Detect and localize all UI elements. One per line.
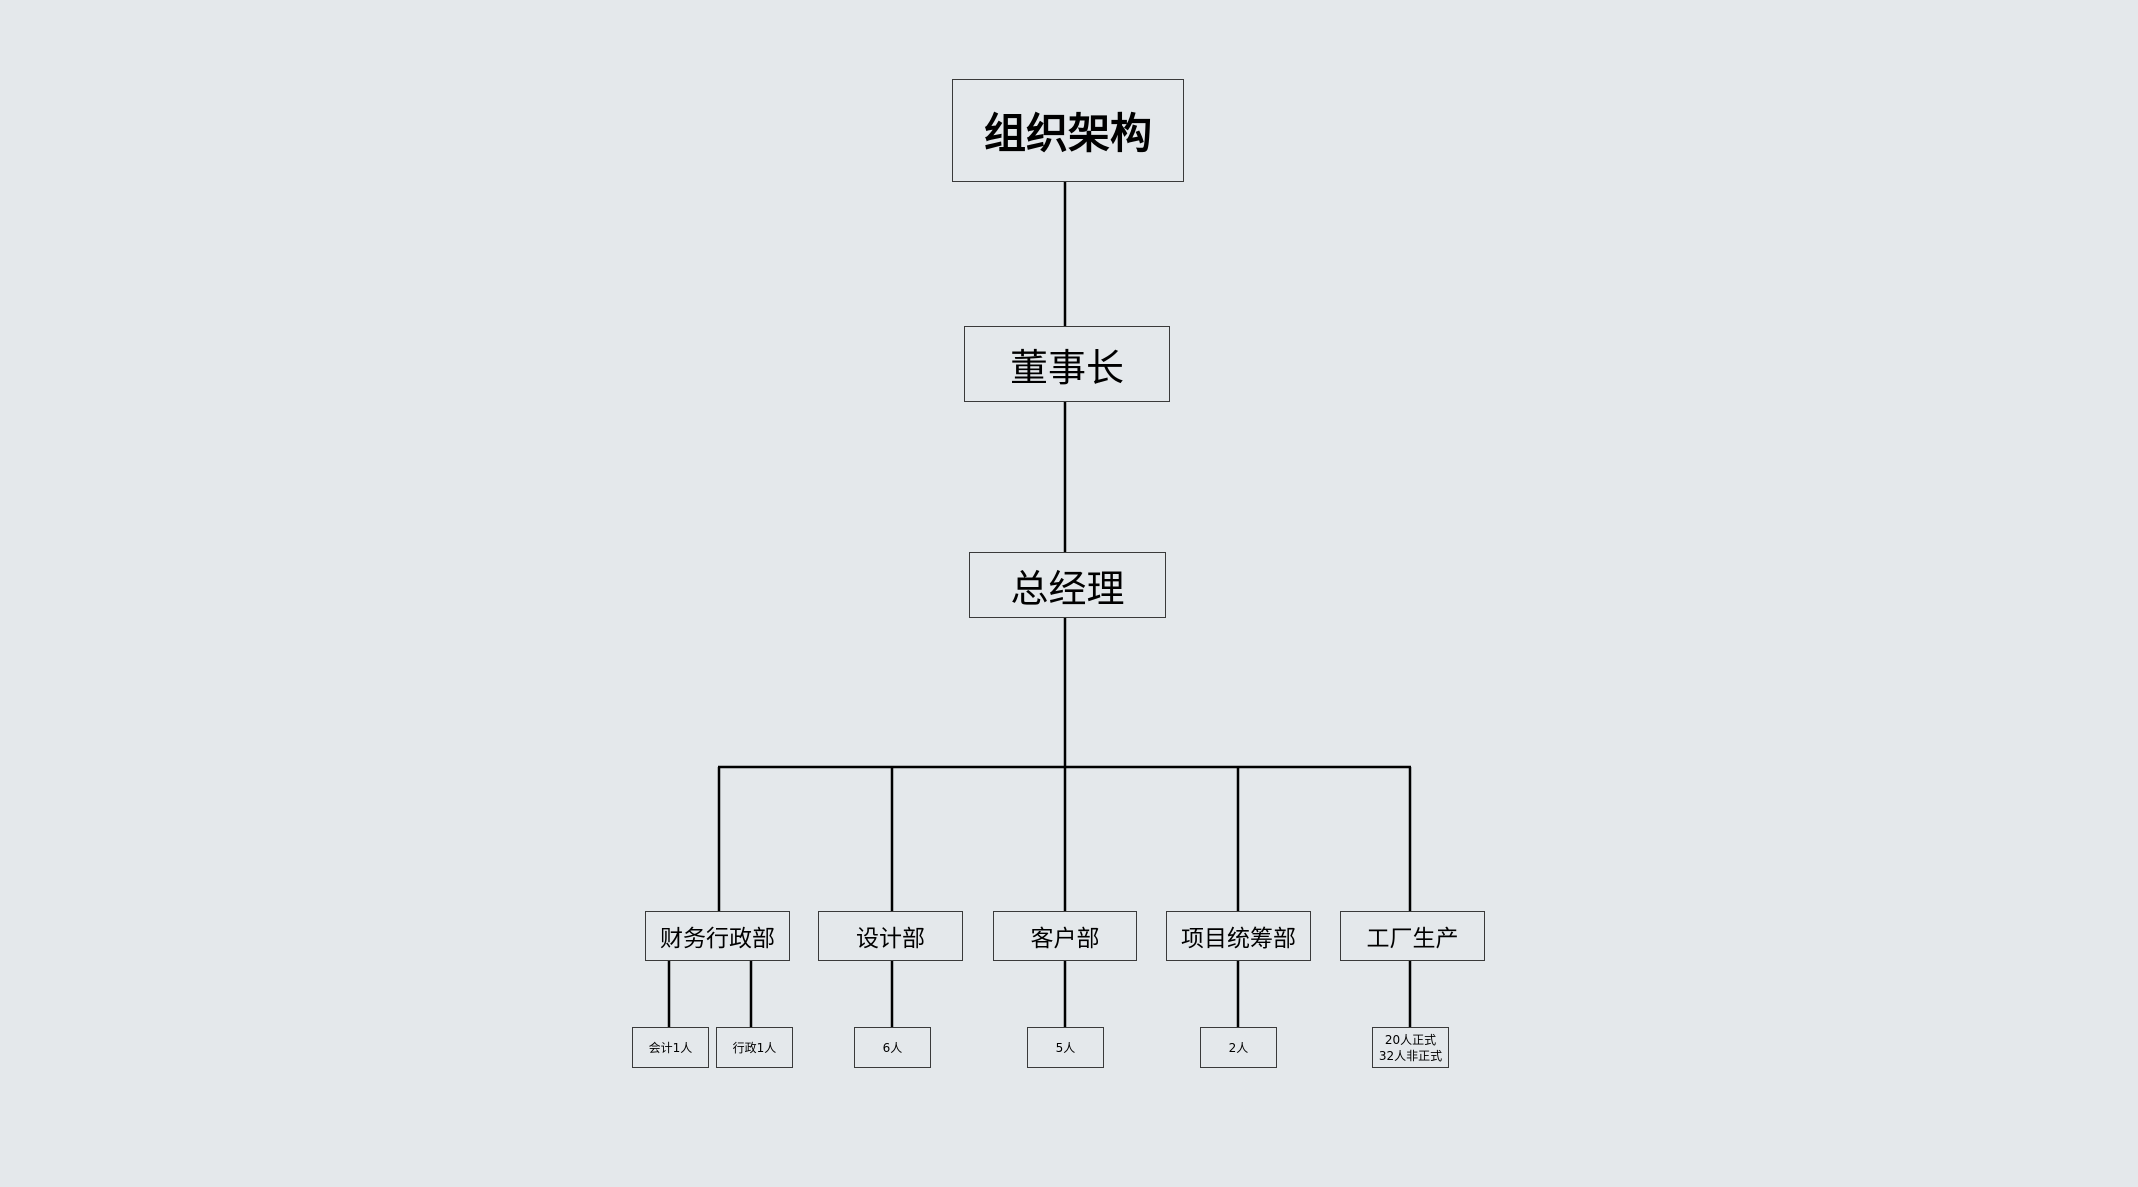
dept-factory-production: 工厂生产 <box>1340 911 1485 961</box>
staff-label: 6人 <box>882 1040 903 1055</box>
staff-project: 2人 <box>1200 1027 1277 1068</box>
general-manager-node: 总经理 <box>969 552 1166 618</box>
staff-client: 5人 <box>1027 1027 1104 1068</box>
staff-label: 会计1人 <box>648 1040 693 1055</box>
chairman-node: 董事长 <box>964 326 1170 402</box>
staff-label-informal: 32人非正式 <box>1378 1048 1443 1063</box>
staff-label-formal: 20人正式 <box>1384 1032 1437 1047</box>
org-chart-title: 组织架构 <box>952 79 1184 182</box>
staff-design: 6人 <box>854 1027 931 1068</box>
staff-label: 5人 <box>1055 1040 1076 1055</box>
dept-design: 设计部 <box>818 911 963 961</box>
dept-client: 客户部 <box>993 911 1137 961</box>
staff-label: 2人 <box>1228 1040 1249 1055</box>
staff-label: 行政1人 <box>732 1040 777 1055</box>
dept-finance-admin: 财务行政部 <box>645 911 790 961</box>
staff-admin: 行政1人 <box>716 1027 793 1068</box>
staff-factory: 20人正式 32人非正式 <box>1372 1027 1449 1068</box>
staff-accounting: 会计1人 <box>632 1027 709 1068</box>
dept-project-coordination: 项目统筹部 <box>1166 911 1311 961</box>
